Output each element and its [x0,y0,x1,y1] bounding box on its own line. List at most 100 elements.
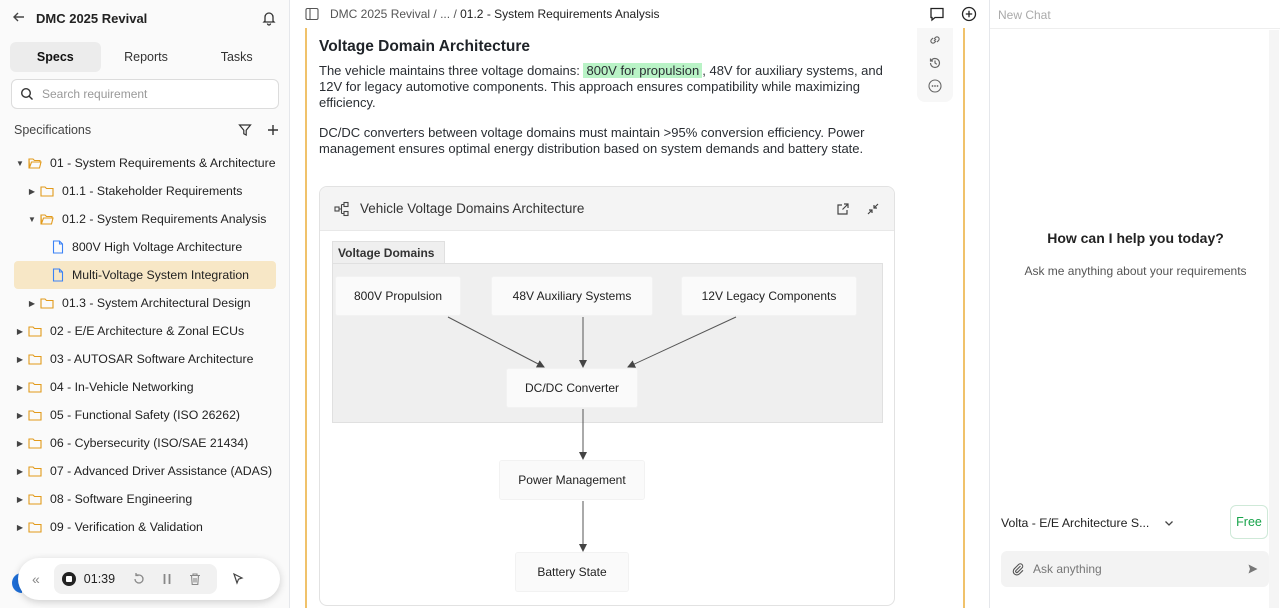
folder-icon [28,410,42,421]
history-icon[interactable] [928,56,942,70]
tree-item[interactable]: ▶ 03 - AUTOSAR Software Architecture [14,345,276,373]
breadcrumb-root[interactable]: DMC 2025 Revival [330,7,431,21]
tree-item-label: 03 - AUTOSAR Software Architecture [50,352,254,366]
link-icon[interactable] [928,33,942,47]
folder-icon [28,522,42,533]
document-content: Voltage Domain Architecture The vehicle … [307,28,963,181]
more-options-icon[interactable] [928,79,942,93]
restart-icon[interactable] [132,572,146,586]
node-battery-state[interactable]: Battery State [516,553,628,591]
highlighted-text[interactable]: 800V for propulsion [583,63,703,78]
breadcrumb-separator: / [433,7,437,21]
caret-right-icon[interactable]: ▶ [28,186,36,196]
caret-right-icon[interactable]: ▶ [16,354,24,364]
open-external-icon[interactable] [836,202,850,216]
caret-right-icon[interactable]: ▶ [16,522,24,532]
caret-right-icon[interactable]: ▶ [16,494,24,504]
caret-right-icon[interactable]: ▶ [16,410,24,420]
sidebar: DMC 2025 Revival Specs Reports Tasks Spe… [0,0,290,608]
paragraph-dcdc: DC/DC converters between voltage domains… [319,125,865,156]
breadcrumb: DMC 2025 Revival / ... / 01.2 - System R… [330,7,660,21]
tree-item[interactable]: ▶ 06 - Cybersecurity (ISO/SAE 21434) [14,429,276,457]
tree-item-label: 01.2 - System Requirements Analysis [62,212,267,226]
chevron-down-icon[interactable] [1163,517,1175,529]
diagram-title: Vehicle Voltage Domains Architecture [360,201,585,216]
section-heading: Voltage Domain Architecture [319,38,531,55]
attach-icon[interactable] [1011,562,1025,576]
tree-item-label: 01.3 - System Architectural Design [62,296,251,310]
tree-item[interactable]: ▼ 01 - System Requirements & Architectur… [14,149,276,177]
tree-item[interactable]: ▶ 04 - In-Vehicle Networking [14,373,276,401]
recording-time: 01:39 [83,572,116,586]
tree-item[interactable]: ▶ 09 - Verification & Validation [14,513,276,541]
breadcrumb-separator: / [453,7,457,21]
folder-icon [28,438,42,449]
back-arrow-icon[interactable] [12,10,30,27]
chat-panel: New Chat How can I help you today? Ask m… [989,0,1280,608]
group-label: Voltage Domains [332,241,446,263]
diagram-canvas: Voltage Domains 800V Propulsion 48V Auxi… [320,231,894,605]
folder-icon [28,354,42,365]
tab-specs[interactable]: Specs [10,42,101,72]
node-power-management[interactable]: Power Management [500,461,644,499]
comment-icon[interactable] [929,6,945,22]
project-title: DMC 2025 Revival [36,10,148,26]
tree-item-label: 06 - Cybersecurity (ISO/SAE 21434) [50,436,249,450]
node-48v-auxiliary[interactable]: 48V Auxiliary Systems [492,277,652,315]
filter-icon[interactable] [238,123,252,137]
caret-right-icon[interactable]: ▶ [16,438,24,448]
add-circle-icon[interactable] [961,6,977,22]
plan-badge[interactable]: Free [1230,505,1268,539]
node-dcdc-converter[interactable]: DC/DC Converter [507,369,637,407]
tree-item-label: Multi-Voltage System Integration [72,268,250,282]
chat-scrollbar[interactable] [1269,30,1279,608]
node-12v-legacy[interactable]: 12V Legacy Components [682,277,856,315]
caret-right-icon[interactable]: ▶ [16,382,24,392]
tree-item[interactable]: ▶ 05 - Functional Safety (ISO 26262) [14,401,276,429]
tree-item-label: 02 - E/E Architecture & Zonal ECUs [50,324,245,338]
tab-tasks[interactable]: Tasks [220,50,253,64]
tree-item-label: 05 - Functional Safety (ISO 26262) [50,408,241,422]
collapse-chevrons-icon[interactable]: « [32,571,40,587]
node-800v-propulsion[interactable]: 800V Propulsion [336,277,460,315]
pause-icon[interactable] [160,572,174,586]
recorder-toolbar: « 01:39 [18,558,280,600]
folder-open-icon [28,158,42,169]
caret-right-icon[interactable]: ▶ [16,466,24,476]
sidebar-toggle-icon[interactable] [305,7,319,21]
send-icon[interactable] [1247,563,1259,575]
app-badge [12,573,22,593]
caret-down-icon[interactable]: ▼ [16,158,24,168]
specifications-header: Specifications [14,120,280,140]
tree-item-selected[interactable]: Multi-Voltage System Integration [14,261,276,289]
tree-item[interactable]: ▶ 07 - Advanced Driver Assistance (ADAS) [14,457,276,485]
diagram-header: Vehicle Voltage Domains Architecture [320,187,894,231]
breadcrumb-ellipsis[interactable]: ... [440,7,451,21]
tab-reports[interactable]: Reports [124,50,168,64]
folder-icon [40,298,54,309]
chat-title[interactable]: New Chat [998,8,1051,22]
document-icon [52,240,64,254]
tree-item[interactable]: ▶ 02 - E/E Architecture & Zonal ECUs [14,317,276,345]
breadcrumb-current: 01.2 - System Requirements Analysis [460,7,660,21]
collapse-icon[interactable] [866,202,880,216]
paragraph-text: , 48V for auxiliary systems, and 12V for… [319,63,883,110]
trash-icon[interactable] [188,572,202,586]
caret-down-icon[interactable]: ▼ [28,214,36,224]
add-icon[interactable] [266,123,280,137]
caret-right-icon[interactable]: ▶ [28,298,36,308]
search-input[interactable] [42,87,270,101]
tree-item[interactable]: ▶ 01.3 - System Architectural Design [14,289,276,317]
pointer-icon[interactable] [231,572,245,586]
tree-item[interactable]: ▼ 01.2 - System Requirements Analysis [14,205,276,233]
tree-item[interactable]: 800V High Voltage Architecture [14,233,276,261]
welcome-heading: How can I help you today? [1047,230,1224,246]
tree-item[interactable]: ▶ 08 - Software Engineering [14,485,276,513]
caret-right-icon[interactable]: ▶ [16,326,24,336]
folder-open-icon [40,214,54,225]
tree-item[interactable]: ▶ 01.1 - Stakeholder Requirements [14,177,276,205]
model-selector[interactable]: Volta - E/E Architecture S... [1001,515,1175,531]
chat-input[interactable] [1033,562,1247,576]
bell-icon[interactable] [261,10,277,26]
stop-record-button[interactable] [61,572,76,586]
